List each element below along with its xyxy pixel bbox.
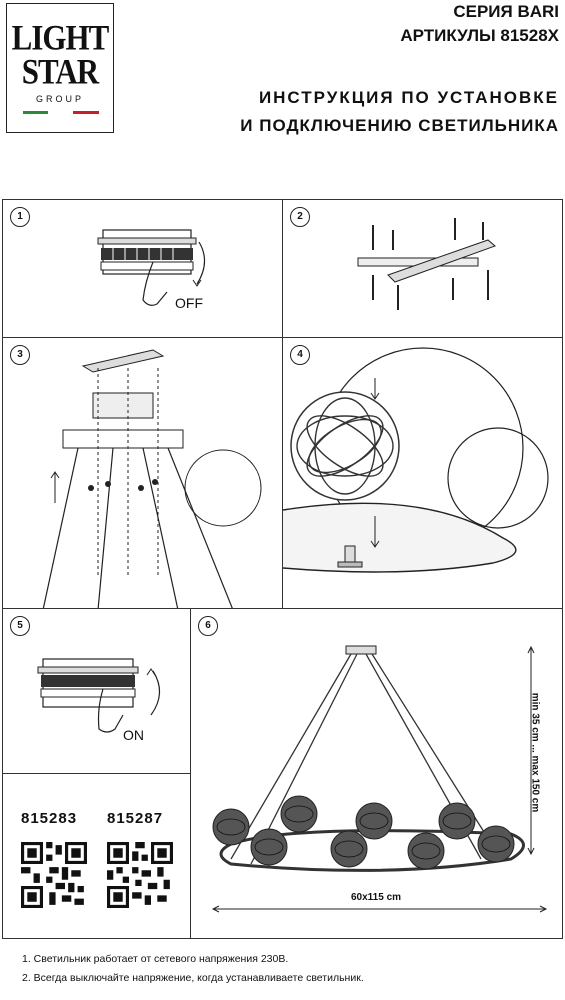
step-number: 6	[198, 616, 218, 636]
step-6-panel: 6 min 35 cm ... max 150 cm 60x115 cm	[190, 608, 563, 939]
article-number-2: 815287	[107, 810, 164, 827]
wiring-connection-illustration	[42, 349, 262, 608]
step-2-panel: 2	[282, 199, 563, 338]
logo-line3: GROUP	[35, 94, 84, 104]
chandelier-dimensions-illustration	[211, 645, 548, 913]
step-number: 2	[290, 207, 310, 227]
instruction-heading-line1: ИНСТРУКЦИЯ ПО УСТАНОВКЕ	[258, 88, 559, 107]
series-title: СЕРИЯ BARI	[453, 2, 559, 21]
step-number: 3	[10, 345, 30, 365]
notes-block: 1. Светильник работает от сетевого напря…	[22, 950, 364, 988]
note-1: 1. Светильник работает от сетевого напря…	[22, 953, 289, 965]
breaker-on-illustration	[37, 658, 161, 733]
step-number: 4	[290, 345, 310, 365]
step-number: 5	[10, 616, 30, 636]
articles-title: АРТИКУЛЫ 81528X	[400, 26, 559, 45]
step-number: 1	[10, 207, 30, 227]
off-label: OFF	[175, 295, 203, 311]
width-dimension-label: 60x115 cm	[350, 892, 402, 903]
instruction-heading-line2: И ПОДКЛЮЧЕНИЮ СВЕТИЛЬНИКА	[240, 116, 559, 135]
height-dimension-label: min 35 cm ... max 150 cm	[529, 692, 541, 813]
breaker-off-illustration	[97, 229, 206, 306]
italian-flag-stripe	[23, 111, 99, 114]
logo-line1: LIGHT	[11, 17, 110, 58]
step-3-panel: 3	[2, 337, 283, 609]
step-5-panel: 5 ON	[2, 608, 191, 774]
logo-line2: STAR	[21, 51, 99, 92]
qr-code-2	[107, 842, 173, 908]
step-1-panel: 1 OFF	[2, 199, 283, 338]
mounting-bracket-illustration	[357, 218, 496, 310]
article-number-1: 815283	[21, 810, 78, 827]
step-4-panel: 4	[282, 337, 563, 609]
brand-logo: LIGHT STAR GROUP	[6, 3, 114, 133]
qr-code-1	[21, 842, 87, 908]
articles-panel: 815283 815287	[2, 773, 191, 939]
on-label: ON	[123, 727, 144, 743]
note-2: 2. Всегда выключайте напряжение, когда у…	[22, 972, 364, 984]
shade-install-illustration	[283, 347, 549, 573]
